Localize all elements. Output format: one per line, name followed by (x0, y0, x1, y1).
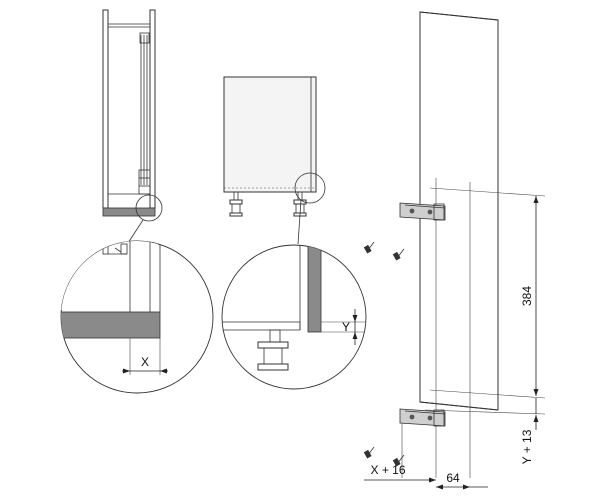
detail-circle-left (135, 194, 163, 222)
detail-view-left: X (60, 240, 214, 394)
dimension-y-label: Y (342, 320, 350, 334)
detail-circle-right (294, 172, 326, 204)
tall-cabinet (102, 9, 163, 244)
dimension-x16-label: X + 16 (370, 463, 405, 477)
lower-screws (363, 446, 405, 467)
detail-view-right: Y (221, 244, 367, 390)
side-panel: 384 Y + 13 X + 16 64 (363, 11, 546, 490)
dimension-64-label: 64 (446, 471, 460, 485)
lower-bracket (399, 408, 446, 427)
upper-screws (363, 241, 405, 261)
panel-edge (307, 245, 322, 333)
upper-bracket (399, 202, 446, 221)
plinth-panel (102, 207, 156, 217)
panel-section (61, 311, 161, 339)
dimension-x-label: X (141, 355, 149, 369)
dimension-y13-label: Y + 13 (520, 429, 534, 464)
base-cabinet (223, 76, 326, 245)
dimension-384-label: 384 (520, 286, 534, 306)
